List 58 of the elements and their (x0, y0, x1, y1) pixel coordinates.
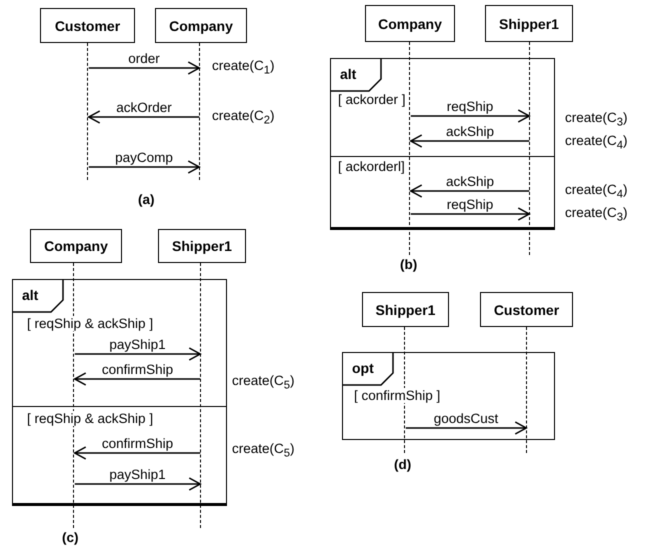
fragment-operator: alt (340, 67, 356, 82)
lifeline (87, 43, 88, 180)
message-arrow (410, 207, 530, 221)
lifeline-head: Shipper1 (485, 5, 573, 42)
message-label: order (127, 51, 161, 66)
lifeline-head: Company (365, 5, 455, 42)
create-annotation: create(C$_{5}$) (232, 373, 295, 394)
guard-condition: [ confirmShip ] (353, 388, 442, 403)
message-arrow (88, 110, 200, 124)
create-annotation: create(C$_{2}$) (212, 108, 275, 129)
panel-caption: (a) (138, 192, 154, 207)
guard-condition: [ ackorder ] (337, 92, 407, 107)
lifeline (200, 263, 202, 528)
guard-condition: [ ackorderl] (337, 159, 406, 174)
lifeline-head: Customer (480, 292, 573, 327)
message-label: ackOrder (115, 100, 173, 115)
lifeline-head: Company (30, 229, 122, 263)
create-annotation: create(C$_{4}$) (565, 133, 628, 154)
lifeline-head: Shipper1 (362, 292, 449, 327)
panel-caption: (d) (394, 457, 412, 472)
message-arrow (74, 446, 200, 460)
create-annotation: create(C$_{3}$) (565, 110, 628, 131)
lifeline-head: Company (155, 8, 247, 43)
message-label: ackShip (444, 174, 496, 189)
lifeline-head: Customer (40, 8, 135, 43)
message-label: reqShip (446, 99, 494, 114)
lifeline (409, 42, 410, 255)
create-annotation: create(C$_{1}$) (212, 58, 275, 79)
lifeline-head: Shipper1 (158, 229, 246, 263)
message-arrow (410, 184, 530, 198)
guard-condition: [ reqShip & ackShip ] (26, 316, 154, 331)
lifeline (199, 43, 200, 180)
guard-condition: [ reqShip & ackShip ] (26, 411, 154, 426)
panel-caption: (c) (62, 530, 78, 545)
message-arrow (88, 160, 200, 174)
message-label: goodsCust (432, 411, 500, 426)
message-label: payShip1 (108, 467, 167, 482)
message-arrow (410, 134, 530, 148)
create-annotation: create(C$_{4}$) (565, 182, 628, 203)
message-label: ackShip (444, 124, 496, 139)
lifeline (526, 327, 528, 453)
panel-caption: (b) (400, 257, 418, 272)
message-arrow (406, 421, 527, 435)
fragment-operator: opt (352, 361, 374, 376)
message-arrow (74, 477, 201, 491)
fragment-operator: alt (22, 288, 38, 303)
message-label: payShip1 (108, 337, 167, 352)
create-annotation: create(C$_{5}$) (232, 441, 295, 462)
create-annotation: create(C$_{3}$) (565, 205, 628, 226)
message-label: payComp (114, 150, 174, 165)
message-label: reqShip (446, 197, 494, 212)
message-arrow (88, 61, 200, 75)
message-arrow (74, 372, 200, 386)
message-label: confirmShip (100, 436, 174, 451)
message-label: confirmShip (100, 362, 174, 377)
message-arrow (410, 109, 530, 123)
lifeline (529, 42, 530, 255)
message-arrow (74, 347, 201, 361)
